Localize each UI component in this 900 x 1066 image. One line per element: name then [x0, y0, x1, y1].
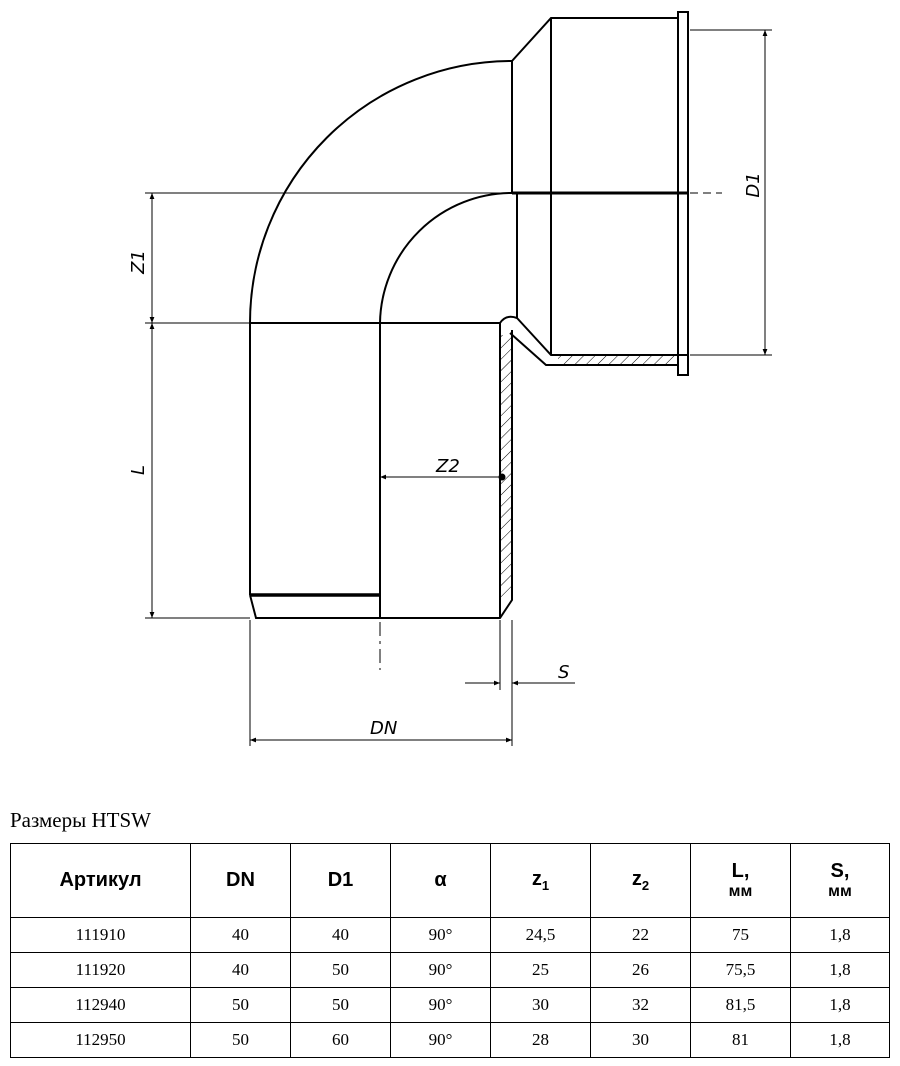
- header-label: z: [631, 868, 642, 890]
- elbow-outline: [249, 11, 689, 619]
- table-cell: 1,8: [790, 952, 890, 988]
- table-header-row: Артикул DN D1 α z1 z2 L,мм S,мм: [10, 843, 890, 918]
- header-subscript: 1: [541, 878, 550, 893]
- elbow-technical-drawing: Z1 L D1 Z2 DN S: [128, 11, 772, 746]
- table-cell: 75,5: [690, 952, 791, 988]
- table-caption: Размеры HTSW: [10, 808, 151, 832]
- header-label: z: [531, 868, 542, 890]
- table-cell: 40: [190, 952, 291, 988]
- header-label: S,: [830, 860, 850, 882]
- header-s: S,мм: [790, 843, 890, 918]
- header-l: L,мм: [690, 843, 791, 918]
- table-cell: 1,8: [790, 1022, 890, 1058]
- header-d1: D1: [290, 843, 391, 918]
- table-cell: 22: [590, 917, 691, 953]
- header-label: α: [434, 869, 447, 891]
- dim-label-z1: Z1: [128, 250, 149, 275]
- table-cell: 112950: [10, 1022, 191, 1058]
- header-label: L,: [731, 860, 750, 882]
- table-cell: 25: [490, 952, 591, 988]
- table-cell: 1,8: [790, 987, 890, 1023]
- table-cell: 1,8: [790, 917, 890, 953]
- dim-label-dn: DN: [370, 718, 397, 739]
- header-unit: мм: [728, 883, 753, 900]
- table-cell: 90°: [390, 917, 491, 953]
- header-label: DN: [226, 869, 255, 891]
- table-cell: 75: [690, 917, 791, 953]
- header-dn: DN: [190, 843, 291, 918]
- table-cell: 50: [290, 952, 391, 988]
- table-cell: 81: [690, 1022, 791, 1058]
- table-cell: 50: [290, 987, 391, 1023]
- dimension-lines: [145, 29, 772, 746]
- header-unit: мм: [828, 883, 852, 900]
- dim-label-d1: D1: [743, 172, 764, 197]
- header-z1: z1: [490, 843, 591, 918]
- table-cell: 112940: [10, 987, 191, 1023]
- table-cell: 28: [490, 1022, 591, 1058]
- table-cell: 30: [490, 987, 591, 1023]
- table-cell: 90°: [390, 1022, 491, 1058]
- header-subscript: 2: [641, 878, 650, 893]
- table-cell: 40: [190, 917, 291, 953]
- table-cell: 81,5: [690, 987, 791, 1023]
- table-cell: 30: [590, 1022, 691, 1058]
- table-cell: 111910: [10, 917, 191, 953]
- table-cell: 26: [590, 952, 691, 988]
- table-cell: 40: [290, 917, 391, 953]
- table-cell: 50: [190, 987, 291, 1023]
- dim-label-l: L: [128, 465, 149, 475]
- table-cell: 32: [590, 987, 691, 1023]
- header-article: Артикул: [10, 843, 191, 918]
- table-cell: 90°: [390, 952, 491, 988]
- table-cell: 60: [290, 1022, 391, 1058]
- header-label: D1: [327, 869, 354, 891]
- wall-hatch-vertical: [501, 335, 511, 597]
- header-label: Артикул: [59, 869, 142, 891]
- table-cell: 111920: [10, 952, 191, 988]
- wall-hatch-horizontal: [558, 356, 678, 365]
- dim-label-z2: Z2: [435, 456, 460, 477]
- table-cell: 50: [190, 1022, 291, 1058]
- header-alpha: α: [390, 843, 491, 918]
- table-cell: 24,5: [490, 917, 591, 953]
- dim-label-s: S: [558, 662, 569, 683]
- header-z2: z2: [590, 843, 691, 918]
- table-cell: 90°: [390, 987, 491, 1023]
